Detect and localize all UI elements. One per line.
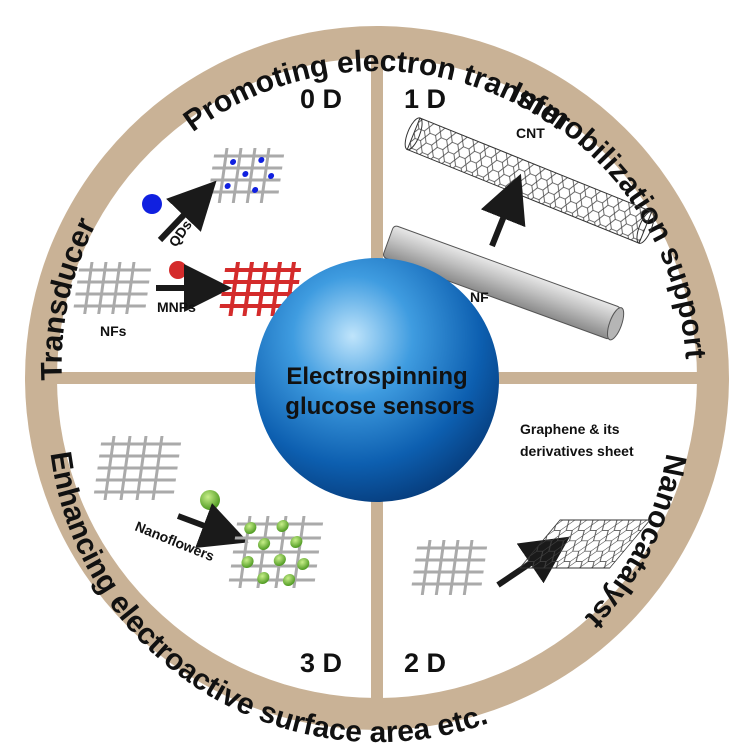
center-label-line1: Electrospinning <box>286 363 467 390</box>
label-0d: 0 D <box>300 84 342 114</box>
mesh-3d-plain <box>93 436 182 500</box>
mesh-2d <box>411 540 488 595</box>
nf-rod <box>382 225 625 341</box>
label-cnt: CNT <box>516 125 545 141</box>
label-1d: 1 D <box>404 84 446 114</box>
center-sphere <box>255 258 499 502</box>
arrow-nf-to-cnt <box>480 173 526 248</box>
label-nfs: NFs <box>100 323 127 339</box>
mnp-particle <box>169 261 187 279</box>
graphene-sheet <box>518 519 651 569</box>
arrow-3d <box>176 503 249 549</box>
label-3d: 3 D <box>300 648 342 678</box>
mesh-mnp <box>219 262 302 316</box>
label-mnps: MNPs <box>157 299 196 315</box>
mesh-3d-flowers <box>228 516 324 588</box>
nanoflower-particle <box>200 490 220 510</box>
mesh-nfs <box>73 262 152 314</box>
qd-particle <box>142 194 162 214</box>
arrow-qd <box>157 180 217 243</box>
mesh-qd <box>208 148 285 203</box>
center-label-line2: glucose sensors <box>285 393 474 420</box>
label-2d: 2 D <box>404 648 446 678</box>
label-graphene-line1: Graphene & its <box>520 421 620 437</box>
label-nf: NF <box>470 289 489 305</box>
label-graphene-line2: derivatives sheet <box>520 443 634 459</box>
